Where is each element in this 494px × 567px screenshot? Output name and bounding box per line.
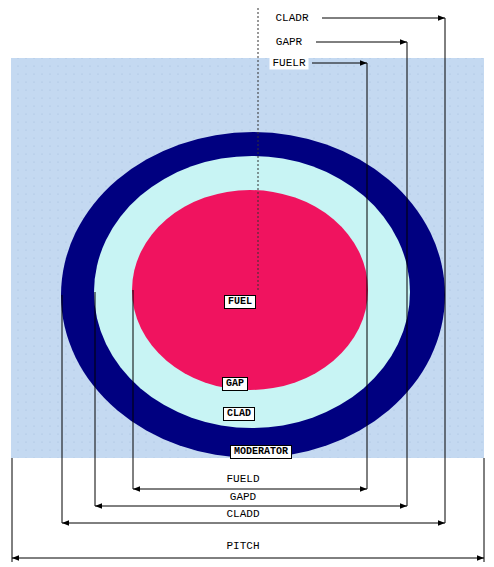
part-label: MODERATOR	[230, 445, 292, 459]
dimension-label: FUELR	[269, 57, 308, 70]
fuel-pellet	[132, 190, 368, 390]
center-line	[258, 8, 259, 290]
dimension-lines	[12, 18, 484, 562]
part-label: FUEL	[224, 295, 256, 309]
dimension-label: GAPD	[227, 491, 259, 504]
moderator-square	[11, 58, 484, 458]
clad-ring	[61, 132, 445, 458]
dimension-label: GAPR	[273, 36, 305, 49]
gap-ring	[94, 156, 410, 428]
dimension-label: CLADR	[272, 12, 311, 25]
part-label: GAP	[222, 377, 248, 391]
part-label: CLAD	[223, 407, 255, 421]
dimension-label: CLADD	[223, 508, 262, 521]
dimension-label: PITCH	[223, 540, 262, 553]
dimension-label: FUELD	[223, 473, 262, 486]
moderator-texture	[11, 58, 484, 458]
